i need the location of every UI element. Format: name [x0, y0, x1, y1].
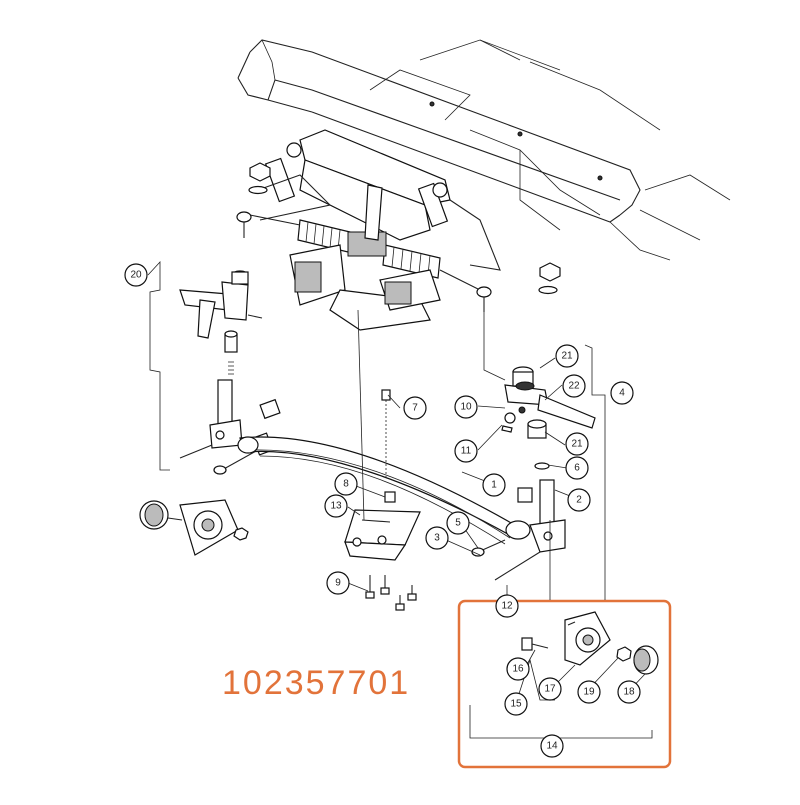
callout-9: 9: [326, 571, 350, 595]
leaf-spring: [237, 436, 531, 545]
left-spindle-subassembly: [139, 270, 281, 556]
spring-clamp-plate: [344, 491, 421, 561]
callout-7: 7: [403, 396, 427, 420]
svg-text:17: 17: [544, 684, 556, 695]
svg-text:13: 13: [330, 501, 342, 512]
svg-text:11: 11: [461, 446, 472, 457]
callout-15: 15: [504, 692, 528, 716]
svg-text:19: 19: [583, 687, 595, 698]
callout-12: 12: [495, 594, 519, 618]
callout-20: 20: [124, 263, 148, 287]
hub-assembly-highlight: [457, 599, 672, 769]
svg-text:15: 15: [510, 699, 522, 710]
svg-text:18: 18: [623, 687, 635, 698]
svg-text:6: 6: [574, 463, 580, 474]
callout-16: 16: [506, 657, 530, 681]
callout-14: 14: [540, 734, 564, 758]
svg-text:20: 20: [130, 270, 142, 281]
callout-17: 17: [538, 677, 562, 701]
svg-text:14: 14: [546, 741, 558, 752]
bolt-7: [381, 389, 391, 480]
callout-bubbles: 20 4 21 22 21 10 11 6 7 1 2 8 13 5 3 9 1…: [124, 263, 641, 758]
callout-18: 18: [617, 680, 641, 704]
callout-11: 11: [454, 439, 478, 463]
svg-text:8: 8: [343, 479, 349, 490]
svg-text:5: 5: [455, 518, 461, 529]
callout-3: 3: [425, 526, 449, 550]
svg-text:4: 4: [619, 388, 625, 399]
callout-10: 10: [454, 395, 478, 419]
right-spindle-subassembly: [471, 366, 596, 581]
callout-1: 1: [482, 473, 506, 497]
callout-22: 22: [562, 374, 586, 398]
callout-13: 13: [324, 494, 348, 518]
svg-text:12: 12: [501, 601, 513, 612]
callout-21-lower: 21: [565, 432, 589, 456]
svg-text:10: 10: [460, 402, 472, 413]
svg-text:1: 1: [491, 480, 497, 491]
steering-gear-assembly: [236, 129, 561, 331]
callout-21-upper: 21: [555, 344, 579, 368]
callout-4: 4: [610, 381, 634, 405]
callout-2: 2: [567, 488, 591, 512]
callout-8: 8: [334, 472, 358, 496]
svg-text:21: 21: [571, 439, 583, 450]
svg-text:9: 9: [335, 578, 341, 589]
callout-6: 6: [565, 456, 589, 480]
svg-text:2: 2: [576, 495, 582, 506]
svg-text:16: 16: [512, 664, 524, 675]
bolts-9: [365, 575, 417, 611]
svg-text:7: 7: [412, 403, 418, 414]
vehicle-frame: [237, 39, 731, 261]
callout-5: 5: [446, 511, 470, 535]
part-number-label: 102357701: [222, 664, 411, 702]
svg-text:21: 21: [561, 351, 573, 362]
svg-text:3: 3: [434, 533, 440, 544]
svg-text:22: 22: [568, 381, 580, 392]
callout-19: 19: [577, 680, 601, 704]
